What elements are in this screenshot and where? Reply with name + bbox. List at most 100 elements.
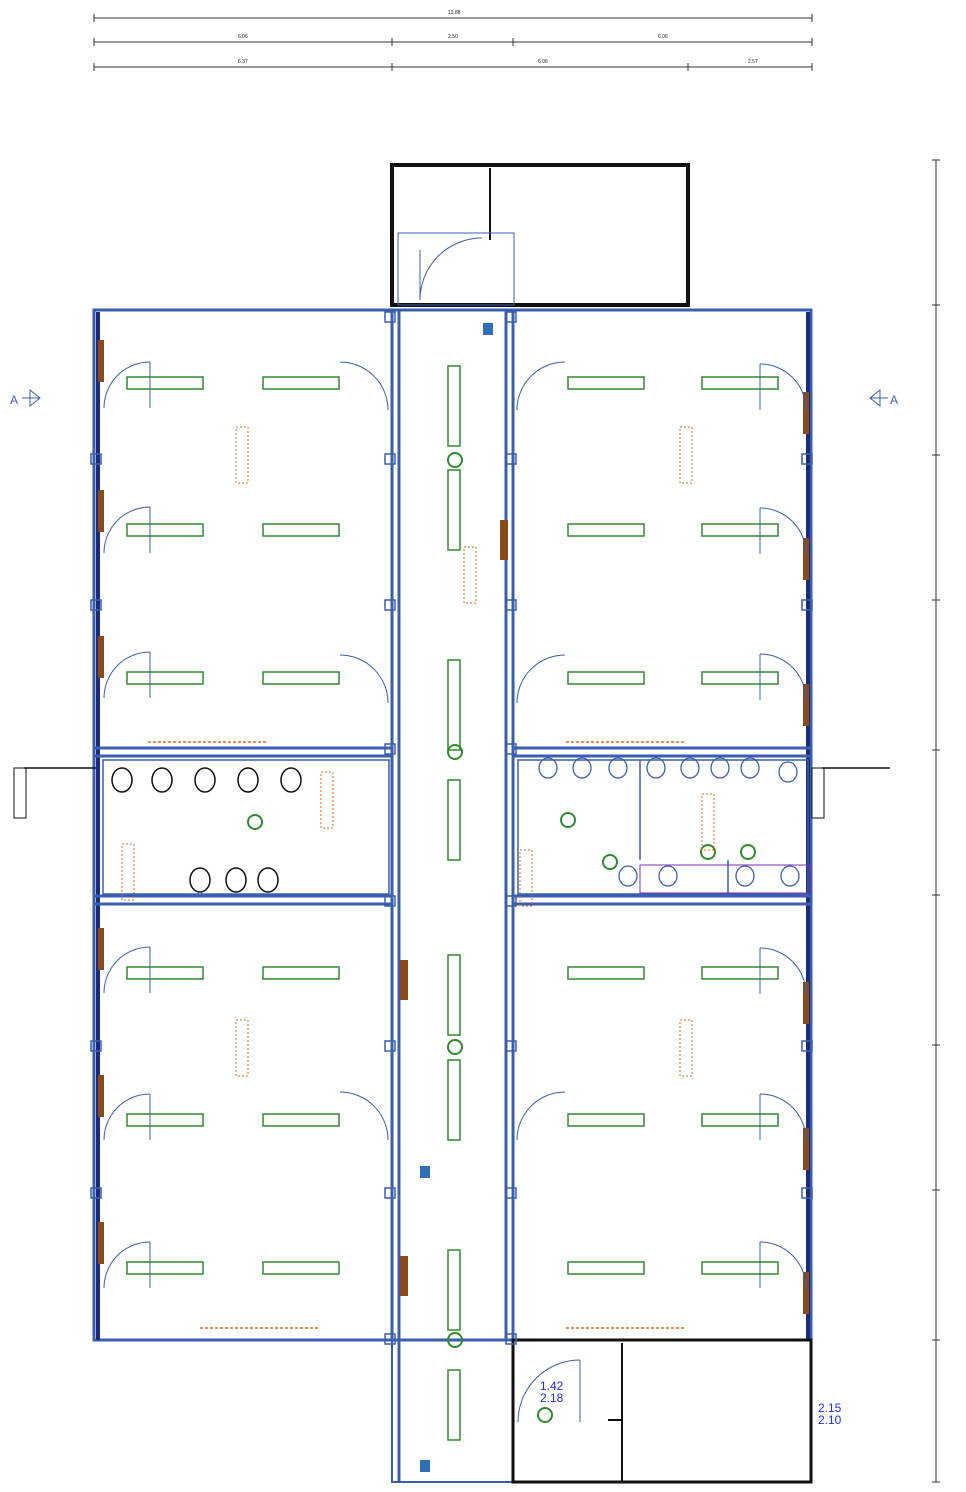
window-sill — [803, 1272, 809, 1314]
corridor-light — [447, 365, 461, 447]
ceiling-light — [701, 1261, 779, 1275]
room-label-block — [679, 426, 693, 484]
structural-column — [384, 1187, 396, 1199]
ceiling-light — [567, 523, 645, 537]
restroom-left-box — [102, 759, 390, 895]
structural-column — [505, 743, 517, 755]
door-swing — [516, 1091, 566, 1141]
structural-column — [505, 895, 517, 907]
ceiling-light — [126, 376, 204, 390]
plant-icon — [447, 452, 463, 468]
room-label-block — [235, 1019, 249, 1077]
ceiling-light — [701, 376, 779, 390]
toilet-icon — [257, 867, 279, 893]
ceiling-light — [701, 523, 779, 537]
window-sill — [98, 340, 104, 382]
room-dims-right-line2: 2.10 — [818, 1413, 842, 1427]
sanitary-fixture — [608, 757, 628, 779]
restroom-right-box — [517, 759, 809, 895]
dim-label-row3-left: 6.37 — [238, 59, 248, 65]
room-label-block — [235, 426, 249, 484]
structural-column — [90, 453, 102, 465]
dim-label-mid: 2.50 — [448, 34, 458, 40]
meter-box — [811, 767, 825, 819]
structural-column — [801, 1187, 813, 1199]
room-label-block — [519, 849, 533, 907]
ceiling-light — [262, 376, 340, 390]
dim-label-row3-mid: 6.06 — [538, 59, 548, 65]
ceiling-light — [701, 671, 779, 685]
corridor-light — [447, 469, 461, 551]
top-dimension-lines — [93, 14, 813, 71]
structural-column — [384, 1040, 396, 1052]
door-swing — [516, 654, 566, 704]
toilet-icon — [194, 767, 216, 793]
sanitary-fixture — [735, 865, 755, 887]
meter-box — [13, 767, 27, 819]
plant-icon — [602, 854, 618, 870]
window-sill — [803, 982, 809, 1024]
structural-column — [384, 453, 396, 465]
room-label-block — [463, 546, 477, 604]
urinal-trough — [639, 864, 811, 894]
plant-icon — [447, 1039, 463, 1055]
top-annex — [390, 163, 690, 307]
section-mark-right — [869, 388, 888, 408]
toilet-icon — [189, 867, 211, 893]
room-label-block — [320, 771, 334, 829]
structural-column — [505, 1187, 517, 1199]
sanitary-fixture — [646, 757, 666, 779]
sanitary-fixture — [658, 865, 678, 887]
section-mark-left — [22, 388, 41, 408]
plant-icon — [537, 1407, 553, 1423]
section-label-left: A — [10, 393, 18, 407]
plant-icon — [447, 744, 463, 760]
window-sill — [98, 490, 104, 532]
room-label-block — [701, 793, 715, 851]
wall-cabinet — [400, 960, 408, 1000]
structural-column — [505, 453, 517, 465]
corridor-lower-extension — [391, 1339, 514, 1483]
dim-label-left: 6.06 — [238, 34, 248, 40]
door-swing — [759, 947, 807, 995]
structural-column — [801, 1040, 813, 1052]
dim-label-row3-right: 2.57 — [748, 59, 758, 65]
room-label-block — [679, 1019, 693, 1077]
window-sill — [803, 684, 809, 726]
structural-column — [90, 1040, 102, 1052]
room-dims-right-line1: 2.15 — [818, 1401, 842, 1415]
toilet-icon — [225, 867, 247, 893]
window-sill — [803, 1128, 809, 1170]
ceiling-light — [567, 966, 645, 980]
structural-column — [505, 1040, 517, 1052]
building-outline — [92, 308, 813, 1342]
ceiling-light — [262, 671, 340, 685]
door-swing — [103, 1093, 151, 1141]
window-sill — [803, 538, 809, 580]
sanitary-fixture — [780, 865, 800, 887]
toilet-icon — [280, 767, 302, 793]
corridor-light — [447, 1059, 461, 1141]
ceiling-light — [567, 1261, 645, 1275]
door-swing — [339, 361, 389, 411]
structural-column — [801, 599, 813, 611]
ceiling-light — [567, 376, 645, 390]
corridor-light — [447, 779, 461, 861]
door-swing — [103, 361, 151, 409]
window-sill — [98, 636, 104, 678]
door-swing — [516, 361, 566, 411]
room-dims-bottom-line2: 2.18 — [540, 1391, 564, 1405]
door-swing — [759, 507, 807, 555]
structural-column — [384, 599, 396, 611]
plant-icon — [247, 814, 263, 830]
ceiling-light — [126, 671, 204, 685]
toilet-icon — [237, 767, 259, 793]
door-swing — [103, 651, 151, 699]
sanitary-fixture — [680, 757, 700, 779]
corridor-light — [447, 659, 461, 751]
door-swing — [103, 1241, 151, 1289]
window-sill — [98, 1075, 104, 1117]
structural-column — [90, 1187, 102, 1199]
section-label-right: A — [890, 393, 898, 407]
door-swing — [759, 653, 807, 701]
